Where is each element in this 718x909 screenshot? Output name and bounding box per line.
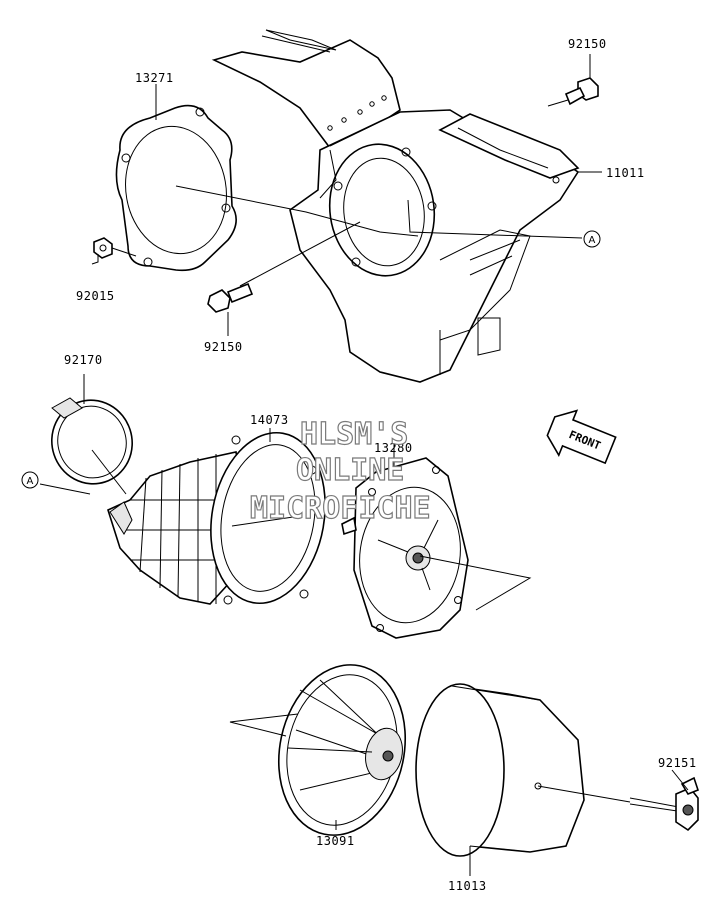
front-direction-arrow: FRONT <box>546 409 617 465</box>
svg-text:A: A <box>589 235 596 246</box>
svg-text:A: A <box>27 476 34 487</box>
watermark-line-1: HLSM'S <box>300 417 408 452</box>
label-14073: 14073 <box>250 413 289 427</box>
ref-marker-a-left: A <box>21 471 39 489</box>
label-92150-mid: 92150 <box>204 340 243 354</box>
label-11011: 11011 <box>606 166 645 180</box>
label-11013: 11013 <box>448 879 487 893</box>
wing-bolt-92151 <box>629 776 699 832</box>
label-13271: 13271 <box>135 71 174 85</box>
nut-92015 <box>93 237 113 259</box>
watermark: HLSM'S ONLINE MICROFICHE <box>249 416 431 526</box>
filter-cage-13091 <box>277 664 407 836</box>
air-duct-14073 <box>107 431 326 605</box>
ref-marker-a-right: A <box>583 230 601 248</box>
watermark-line-3: MICROFICHE <box>250 491 431 526</box>
label-92151: 92151 <box>658 756 697 770</box>
air-box-housing <box>211 29 580 383</box>
label-13280: 13280 <box>374 441 413 455</box>
clamp-92170 <box>51 397 133 485</box>
part-labels: 13271 92150 11011 92015 92150 92170 1407… <box>64 37 697 893</box>
bolt-92150-top <box>547 77 599 107</box>
label-92170: 92170 <box>64 353 103 367</box>
plate-13280 <box>341 457 469 639</box>
filter-element-11013 <box>415 683 585 857</box>
gasket-13271 <box>115 104 237 272</box>
leader-lines <box>39 54 689 876</box>
label-92150-top: 92150 <box>568 37 607 51</box>
bolt-92150-mid <box>207 282 254 313</box>
watermark-line-2: ONLINE <box>296 453 404 488</box>
label-92015: 92015 <box>76 289 115 303</box>
label-13091: 13091 <box>316 834 355 848</box>
